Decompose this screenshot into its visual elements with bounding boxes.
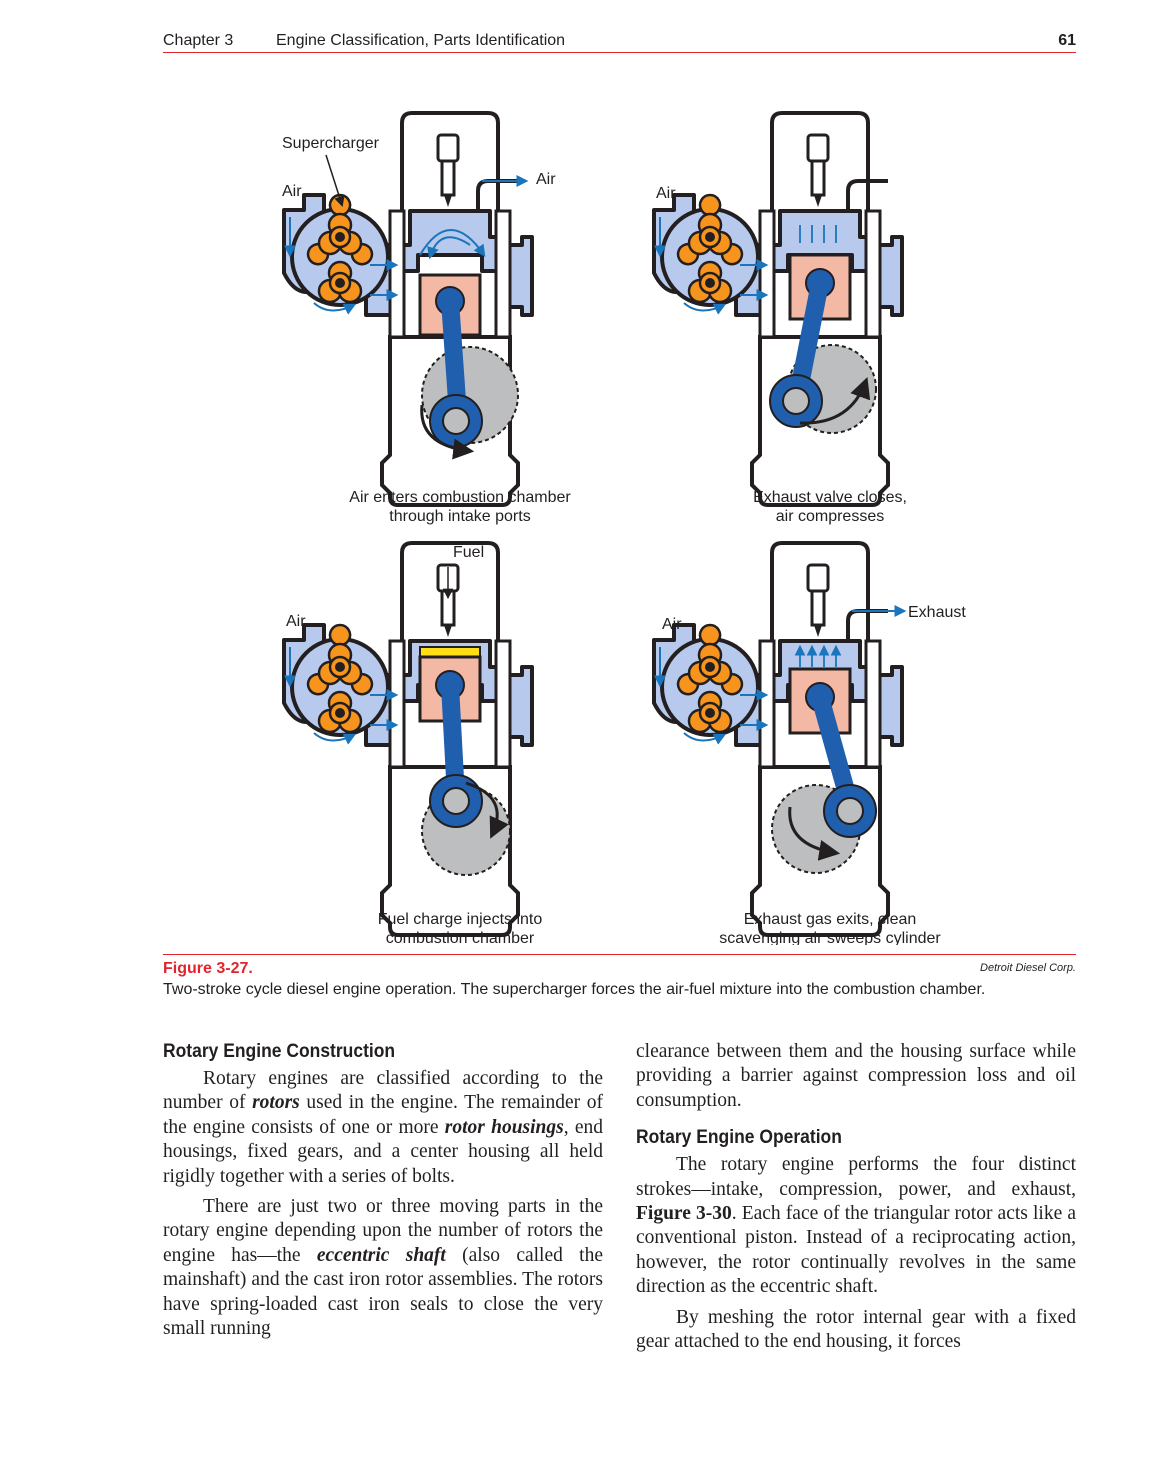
term-eccentric-shaft: eccentric shaft bbox=[316, 1244, 446, 1266]
air-label: Air bbox=[662, 616, 682, 633]
paragraph: There are just two or three moving parts… bbox=[163, 1196, 603, 1340]
caption-power-line1: Fuel charge injects into bbox=[378, 911, 543, 928]
two-stroke-diagram: Supercharger Air Air Air enters combusti… bbox=[282, 105, 966, 945]
paragraph: The rotary engine performs the four dist… bbox=[636, 1154, 1076, 1298]
caption-compression-line1: Exhaust valve closes, bbox=[753, 489, 907, 506]
term-rotors: rotors bbox=[252, 1092, 300, 1114]
air-label: Air bbox=[286, 613, 306, 630]
panel-intake: Supercharger Air Air Air enters combusti… bbox=[282, 113, 571, 525]
paragraph: By meshing the rotor internal gear with … bbox=[636, 1306, 1076, 1353]
caption-exhaust-line2: scavenging air sweeps cylinder bbox=[719, 930, 941, 945]
caption-exhaust-line1: Exhaust gas exits, clean bbox=[744, 911, 917, 928]
chapter-title: Engine Classification, Parts Identificat… bbox=[276, 32, 566, 49]
page-header: Chapter 3 Engine Classification, Parts I… bbox=[163, 32, 1076, 52]
section-heading: Rotary Engine Operation bbox=[636, 1127, 842, 1149]
right-column: clearance between them and the housing s… bbox=[636, 1040, 1076, 1354]
air-inlet-label: Air bbox=[282, 183, 302, 200]
header-rule bbox=[163, 52, 1076, 53]
caption-intake-line1: Air enters combustion chamber bbox=[349, 489, 571, 506]
figure-caption: Two-stroke cycle diesel engine operation… bbox=[163, 981, 986, 998]
panel-exhaust: Exhaust Air Exhaust gas exits, clean sca… bbox=[654, 543, 966, 945]
caption-compression-line2: air compresses bbox=[776, 508, 884, 525]
section-heading: Rotary Engine Construction bbox=[163, 1041, 396, 1062]
panel-compression: Air Exhaust valve closes, air compresses bbox=[654, 113, 907, 525]
caption-power-line2: combustion chamber bbox=[386, 930, 535, 945]
figure-rule bbox=[163, 954, 1076, 955]
supercharger-label: Supercharger bbox=[282, 135, 380, 152]
paragraph: clearance between them and the housing s… bbox=[636, 1041, 1076, 1111]
exhaust-label: Exhaust bbox=[908, 604, 966, 621]
left-column: Rotary Engine Construction Rotary engine… bbox=[163, 1040, 603, 1341]
term-rotor-housings: rotor housings bbox=[444, 1116, 564, 1138]
page-number: 61 bbox=[1058, 32, 1076, 49]
chapter-label: Chapter 3 bbox=[163, 32, 234, 49]
figure-credit: Detroit Diesel Corp. bbox=[980, 962, 1076, 974]
panel-power: Fuel Air Fuel charge injects into combus… bbox=[284, 543, 542, 945]
paragraph: Rotary engines are classified according … bbox=[163, 1068, 603, 1187]
air-outlet-label: Air bbox=[536, 171, 556, 188]
fuel-label: Fuel bbox=[453, 544, 484, 561]
air-label: Air bbox=[656, 185, 676, 202]
figure-number: Figure 3-27. bbox=[163, 960, 253, 977]
figure-reference[interactable]: Figure 3-30 bbox=[636, 1203, 732, 1225]
caption-intake-line2: through intake ports bbox=[389, 508, 530, 525]
